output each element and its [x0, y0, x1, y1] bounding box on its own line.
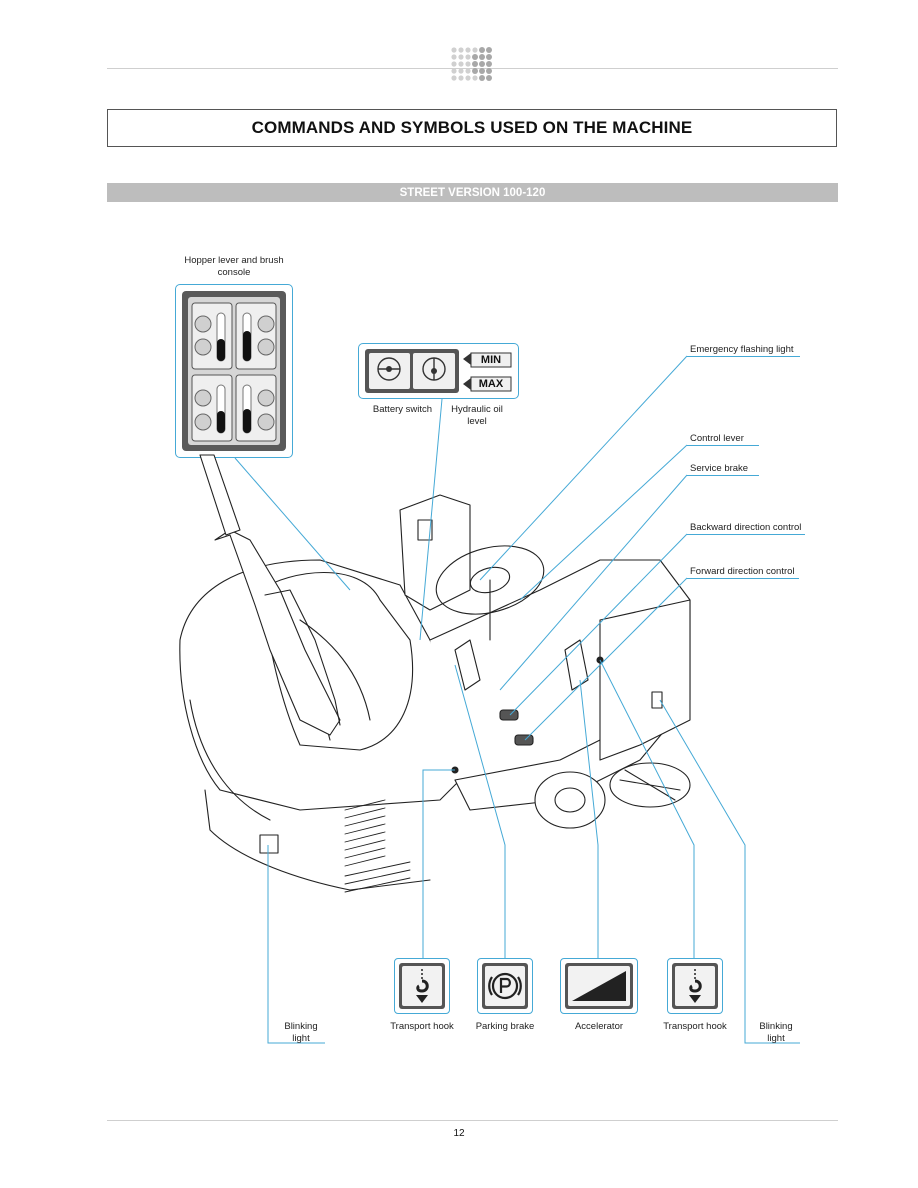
emergency-flashing-light-underline	[687, 356, 800, 357]
min-label: MIN	[480, 354, 502, 366]
transport-hook-icon	[689, 969, 702, 1003]
forward-direction-control-underline	[687, 578, 799, 579]
header-rule	[107, 68, 838, 69]
blinking-light-right-label: Blinking light	[759, 1021, 793, 1044]
service-brake-underline	[687, 475, 759, 476]
backward-direction-control-label: Backward direction control	[690, 522, 802, 533]
page-title-box: COMMANDS AND SYMBOLS USED ON THE MACHINE	[107, 109, 837, 147]
battery-oil-diagram	[365, 349, 512, 393]
transport-hook-left-symbol	[394, 958, 450, 1014]
dot-grid-logo	[451, 47, 492, 81]
page-title: COMMANDS AND SYMBOLS USED ON THE MACHINE	[251, 118, 693, 137]
transport-hook-right-symbol	[667, 958, 723, 1014]
battery-oil-panel: MIN MAX	[358, 343, 519, 399]
hopper-console-diagram	[182, 291, 286, 451]
forward-direction-control-label: Forward direction control	[690, 566, 795, 577]
transport-hook-icon	[416, 969, 429, 1003]
page-number: 12	[453, 1128, 465, 1139]
accelerator-symbol	[560, 958, 638, 1014]
parking-brake-icon	[488, 972, 522, 1000]
service-brake-label: Service brake	[690, 463, 749, 474]
section-bar: STREET VERSION 100-120	[107, 183, 838, 202]
transport-hook-left-label: Transport hook	[390, 1021, 454, 1032]
hopper-console-label: Hopper lever and brush console	[184, 255, 284, 278]
footer-rule	[107, 1120, 838, 1121]
transport-hook-right-label: Transport hook	[663, 1021, 727, 1032]
backward-direction-control-underline	[687, 534, 805, 535]
parking-brake-label: Parking brake	[475, 1021, 535, 1032]
blinking-light-left-label: Blinking light	[284, 1021, 318, 1044]
control-lever-underline	[687, 445, 759, 446]
max-label: MAX	[478, 378, 504, 390]
battery-switch-label: Battery switch	[372, 404, 433, 415]
section-title: STREET VERSION 100-120	[399, 186, 546, 199]
control-lever-label: Control lever	[690, 433, 744, 444]
parking-brake-symbol	[477, 958, 533, 1014]
accelerator-label: Accelerator	[574, 1021, 624, 1032]
emergency-flashing-light-label: Emergency flashing light	[690, 344, 794, 355]
accelerator-ramp-icon	[572, 971, 626, 1001]
hopper-console-panel	[175, 284, 293, 458]
hydraulic-oil-level-label: Hydraulic oil level	[451, 404, 503, 427]
